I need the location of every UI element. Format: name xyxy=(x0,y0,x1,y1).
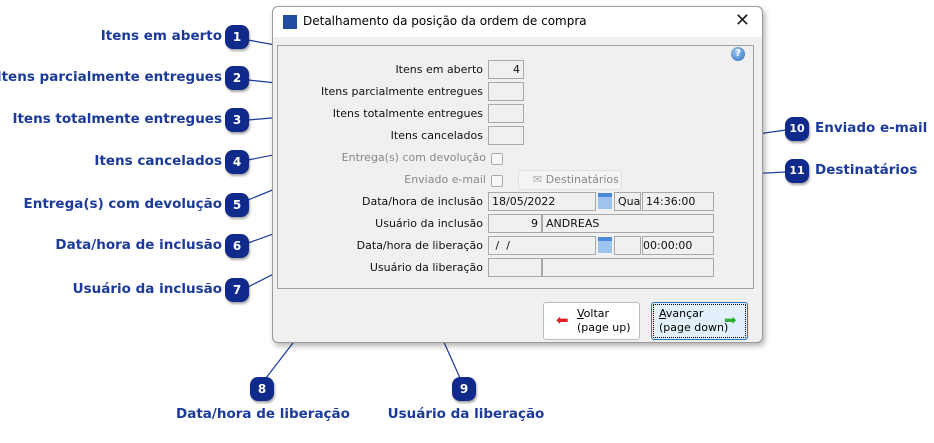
entrega-devolucao-checkbox[interactable] xyxy=(491,153,503,165)
callout-label-3: Itens totalmente entregues xyxy=(12,111,222,127)
callout-label-8: Data/hora de liberação xyxy=(176,406,350,422)
usuario-liberacao-code[interactable] xyxy=(488,258,542,277)
avancar-label: vançar xyxy=(665,307,704,320)
help-icon[interactable]: ? xyxy=(731,47,745,61)
callout-label-4: Itens cancelados xyxy=(94,153,222,169)
label-itens-parciais: Itens parcialmente entregues xyxy=(320,85,483,98)
callout-badge-2: 2 xyxy=(225,66,249,90)
voltar-accel: V xyxy=(577,307,584,320)
label-data-inclusao: Data/hora de inclusão xyxy=(362,195,483,208)
close-icon[interactable]: ✕ xyxy=(734,10,750,31)
itens-aberto-field[interactable]: 4 xyxy=(488,60,524,79)
data-inclusao-time-field[interactable]: 14:36:00 xyxy=(642,192,714,211)
arrow-left-icon: ⬅ xyxy=(556,311,569,329)
voltar-label: oltar xyxy=(583,307,610,320)
callout-badge-6: 6 xyxy=(225,234,249,258)
label-usuario-liberacao: Usuário da liberação xyxy=(369,261,483,274)
itens-cancelados-field[interactable] xyxy=(488,126,524,145)
title-bar: Detalhamento da posição da ordem de comp… xyxy=(273,7,762,37)
avancar-shortcut: (page down) xyxy=(659,321,729,334)
callout-label-9: Usuário da liberação xyxy=(387,406,545,422)
envelope-icon: ✉ xyxy=(533,173,543,186)
label-enviado-email: Enviado e-mail xyxy=(404,173,486,186)
details-group xyxy=(277,45,754,289)
enviado-email-checkbox[interactable] xyxy=(491,175,503,187)
data-inclusao-date-field[interactable]: 18/05/2022 xyxy=(488,192,596,211)
callout-badge-1: 1 xyxy=(225,25,249,49)
calendar-icon[interactable] xyxy=(598,237,612,253)
callout-badge-4: 4 xyxy=(225,150,249,174)
callout-label-10: Enviado e-mail xyxy=(815,120,928,136)
avancar-button[interactable]: Avançar(page down) ➡ xyxy=(651,302,748,340)
usuario-liberacao-name[interactable] xyxy=(542,258,714,277)
callout-label-2: Itens parcialmente entregues xyxy=(0,69,222,85)
itens-parciais-field[interactable] xyxy=(488,82,524,101)
data-liberacao-weekday xyxy=(614,236,641,255)
data-liberacao-time-field[interactable]: 00:00:00 xyxy=(642,236,714,255)
callout-badge-10: 10 xyxy=(785,117,809,141)
label-usuario-inclusao: Usuário da inclusão xyxy=(375,217,483,230)
arrow-right-icon: ➡ xyxy=(724,311,737,329)
callout-badge-9: 9 xyxy=(452,377,476,401)
voltar-shortcut: (page up) xyxy=(577,321,631,334)
callout-label-11: Destinatários xyxy=(815,162,918,178)
label-itens-aberto: Itens em aberto xyxy=(395,63,483,76)
itens-totais-field[interactable] xyxy=(488,104,524,123)
label-itens-totais: Itens totalmente entregues xyxy=(332,107,483,120)
label-itens-cancelados: Itens cancelados xyxy=(390,129,483,142)
data-inclusao-weekday: Qua xyxy=(614,192,641,211)
destinatarios-label: Destinatários xyxy=(545,173,619,186)
voltar-button[interactable]: ⬅ Voltar(page up) xyxy=(543,302,640,340)
label-data-liberacao: Data/hora de liberação xyxy=(356,239,483,252)
usuario-inclusao-code[interactable]: 9 xyxy=(488,214,542,233)
callout-label-1: Itens em aberto xyxy=(100,28,222,44)
callout-label-6: Data/hora de inclusão xyxy=(55,237,222,253)
usuario-inclusao-name[interactable]: ANDREAS xyxy=(542,214,714,233)
data-liberacao-date-field[interactable]: / / xyxy=(488,236,596,255)
callout-label-5: Entrega(s) com devolução xyxy=(23,196,222,212)
app-icon xyxy=(283,15,297,29)
callout-badge-7: 7 xyxy=(225,278,249,302)
callout-badge-11: 11 xyxy=(785,159,809,183)
callout-badge-5: 5 xyxy=(225,193,249,217)
callout-label-7: Usuário da inclusão xyxy=(72,281,222,297)
callout-badge-8: 8 xyxy=(250,377,274,401)
callout-badge-3: 3 xyxy=(225,108,249,132)
destinatarios-button[interactable]: ✉ Destinatários xyxy=(518,170,622,190)
calendar-icon[interactable] xyxy=(598,193,612,209)
label-entrega-devolucao: Entrega(s) com devolução xyxy=(341,151,486,164)
dialog-window: Detalhamento da posição da ordem de comp… xyxy=(272,6,763,343)
window-title: Detalhamento da posição da ordem de comp… xyxy=(303,14,587,28)
avancar-accel: A xyxy=(659,307,666,320)
